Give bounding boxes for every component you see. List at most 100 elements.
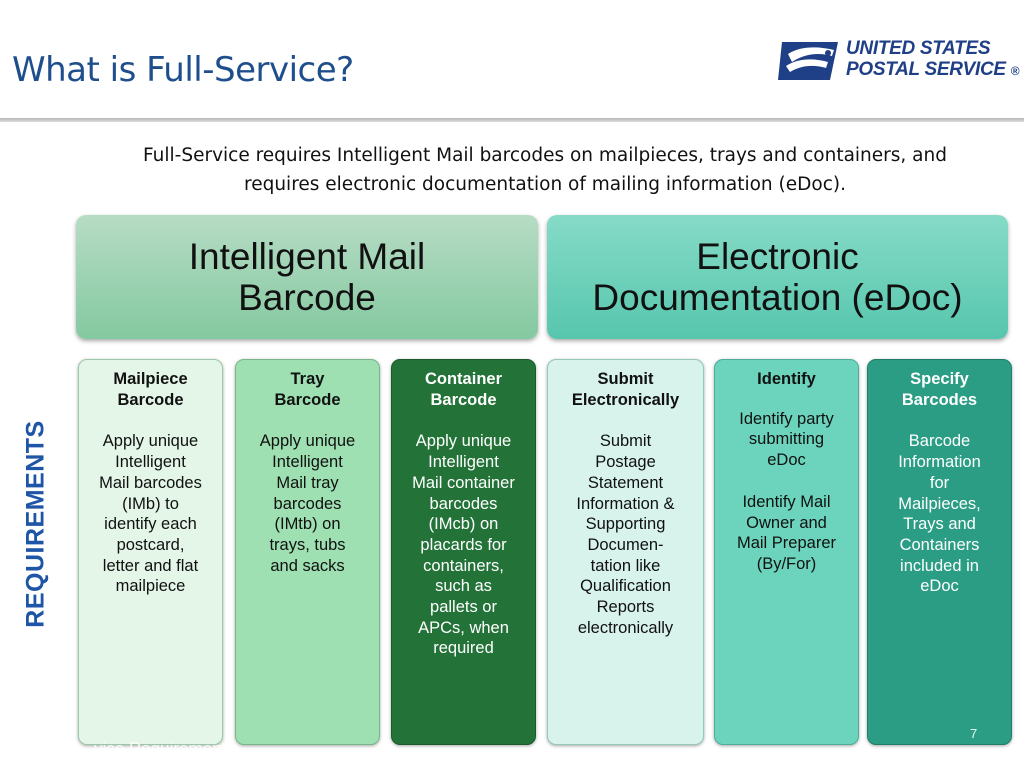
logo-line-2: POSTAL SERVICE ® [846, 59, 1020, 81]
logo-line-1: UNITED STATES [846, 38, 991, 59]
card-body-line: APCs, when [418, 618, 509, 637]
card-title: Tray Barcode [242, 369, 373, 410]
card-title-line: Tray [290, 370, 325, 388]
card-body-line: Information [898, 453, 981, 472]
container-barcode-card: Container Barcode Apply unique Intellige… [391, 359, 536, 745]
card-body-line: pallets or [430, 598, 497, 617]
card-title-line: Identify [757, 370, 816, 388]
card-body-line: Mail Preparer [736, 534, 837, 553]
requirements-label: REQUIREMENTS [21, 420, 50, 628]
title-divider [0, 118, 1024, 122]
card-body-line: Owner and [746, 513, 827, 532]
imb-header-box: Intelligent Mail Barcode [76, 215, 538, 339]
card-body-line: for [929, 473, 950, 492]
card-body-line: Containers [899, 535, 980, 554]
footer-text: vice Requirements [94, 739, 235, 758]
card-body-line: included in [900, 556, 979, 575]
card-body-line: Intelligent [428, 453, 499, 472]
card-body-line: identify each [104, 515, 197, 534]
card-body-line: Apply unique [102, 432, 199, 451]
card-body-line: Mail barcodes [99, 473, 202, 492]
card-body-line: containers, [423, 556, 504, 575]
card-body-line: Intelligent [272, 453, 343, 472]
page-number: 7 [970, 726, 978, 741]
identify-card: Identify Identify party submitting eDoc … [714, 359, 859, 745]
imb-header-line-1: Intelligent Mail [188, 236, 426, 277]
edoc-header-box: Electronic Documentation (eDoc) [547, 215, 1008, 339]
card-title-line: Specify [910, 370, 969, 388]
card-body-line: eDoc [767, 451, 806, 470]
mailpiece-barcode-card: Mailpiece Barcode Apply unique Intellige… [78, 359, 223, 745]
card-body-line: Apply unique [259, 432, 356, 451]
submit-electronically-card: Submit Electronically Submit Postage Sta… [547, 359, 704, 745]
card-title-line: Submit [597, 370, 654, 388]
card-body-line: Mailpieces, [898, 494, 981, 513]
card-body-line: such as [435, 577, 492, 596]
tray-barcode-card: Tray Barcode Apply unique Intelligent Ma… [235, 359, 380, 745]
card-body-line: placards for [420, 535, 507, 554]
card-body-line: submitting [748, 430, 825, 449]
card-body-line: letter and flat [102, 556, 199, 575]
usps-logo: UNITED STATES POSTAL SERVICE ® [778, 38, 1024, 86]
specify-barcodes-card: Specify Barcodes Barcode Information for… [867, 359, 1012, 745]
edoc-header-line-2: Documentation (eDoc) [592, 277, 963, 318]
card-body-line: tation like [590, 556, 661, 575]
card-body-line: Mail tray [276, 473, 339, 492]
card-body: Apply unique Intelligent Mail barcodes (… [85, 431, 216, 597]
card-body-line: and sacks [270, 556, 345, 575]
card-body-line: Postage [595, 453, 656, 472]
card-body-line: barcodes [273, 494, 342, 513]
card-body-line: Identify party [739, 409, 834, 428]
card-body-line: Apply unique [415, 432, 512, 451]
card-body: Apply unique Intelligent Mail container … [398, 431, 529, 659]
imb-header-line-2: Barcode [238, 277, 376, 318]
card-body-line: (By/For) [756, 554, 817, 573]
card-body-line: electronically [577, 618, 674, 637]
card-body-secondary: Identify Mail Owner and Mail Preparer (B… [721, 492, 852, 575]
card-body-line: Intelligent [115, 453, 186, 472]
card-body-line: Trays and [903, 515, 976, 534]
registered-mark: ® [1010, 64, 1020, 78]
card-body-line: Mail container [412, 473, 515, 492]
card-body-line: Identify Mail [742, 492, 831, 511]
edoc-header-line-1: Electronic [696, 236, 859, 277]
card-title-line: Barcode [117, 390, 184, 409]
eagle-icon [778, 42, 838, 80]
card-title-line: Container [424, 370, 502, 388]
card-body-line: Supporting [585, 515, 666, 534]
card-body-line: trays, tubs [269, 535, 346, 554]
card-body: Identify party submitting eDoc [721, 409, 852, 471]
card-body-line: Qualification [580, 577, 671, 596]
card-body-line: mailpiece [115, 577, 186, 596]
card-title-line: Electronically [571, 390, 680, 409]
card-body: Barcode Information for Mailpieces, Tray… [874, 431, 1005, 597]
card-body-line: Documen- [587, 535, 664, 554]
card-body-line: (IMb) to [122, 494, 179, 513]
card-title-line: Barcode [274, 390, 341, 409]
card-body-line: Submit [599, 432, 652, 451]
card-body: Submit Postage Statement Information & S… [554, 431, 697, 638]
card-title: Submit Electronically [554, 369, 697, 410]
card-body-line: barcodes [429, 494, 498, 513]
card-body-line: postcard, [116, 535, 185, 554]
card-title: Mailpiece Barcode [85, 369, 216, 410]
card-body-line: required [433, 639, 494, 658]
card-body-line: Statement [587, 473, 664, 492]
card-title: Container Barcode [398, 369, 529, 410]
card-body-line: (IMcb) on [428, 515, 499, 534]
card-body-line: Reports [596, 598, 655, 617]
intro-line-1: Full-Service requires Intelligent Mail b… [143, 145, 947, 166]
card-title: Specify Barcodes [874, 369, 1005, 410]
slide-title: What is Full-Service? [12, 50, 354, 90]
card-title: Identify [721, 369, 852, 390]
card-body: Apply unique Intelligent Mail tray barco… [242, 431, 373, 576]
card-body-line: (IMtb) on [274, 515, 341, 534]
logo-line-2-text: POSTAL SERVICE [846, 59, 1006, 80]
card-title-line: Barcodes [901, 390, 978, 409]
card-body-line: eDoc [920, 577, 959, 596]
card-body-line: Information & [576, 494, 675, 513]
intro-line-2: requires electronic documentation of mai… [244, 174, 846, 195]
card-title-line: Mailpiece [113, 370, 188, 388]
intro-text: Full-Service requires Intelligent Mail b… [90, 141, 1000, 199]
card-title-line: Barcode [430, 390, 497, 409]
